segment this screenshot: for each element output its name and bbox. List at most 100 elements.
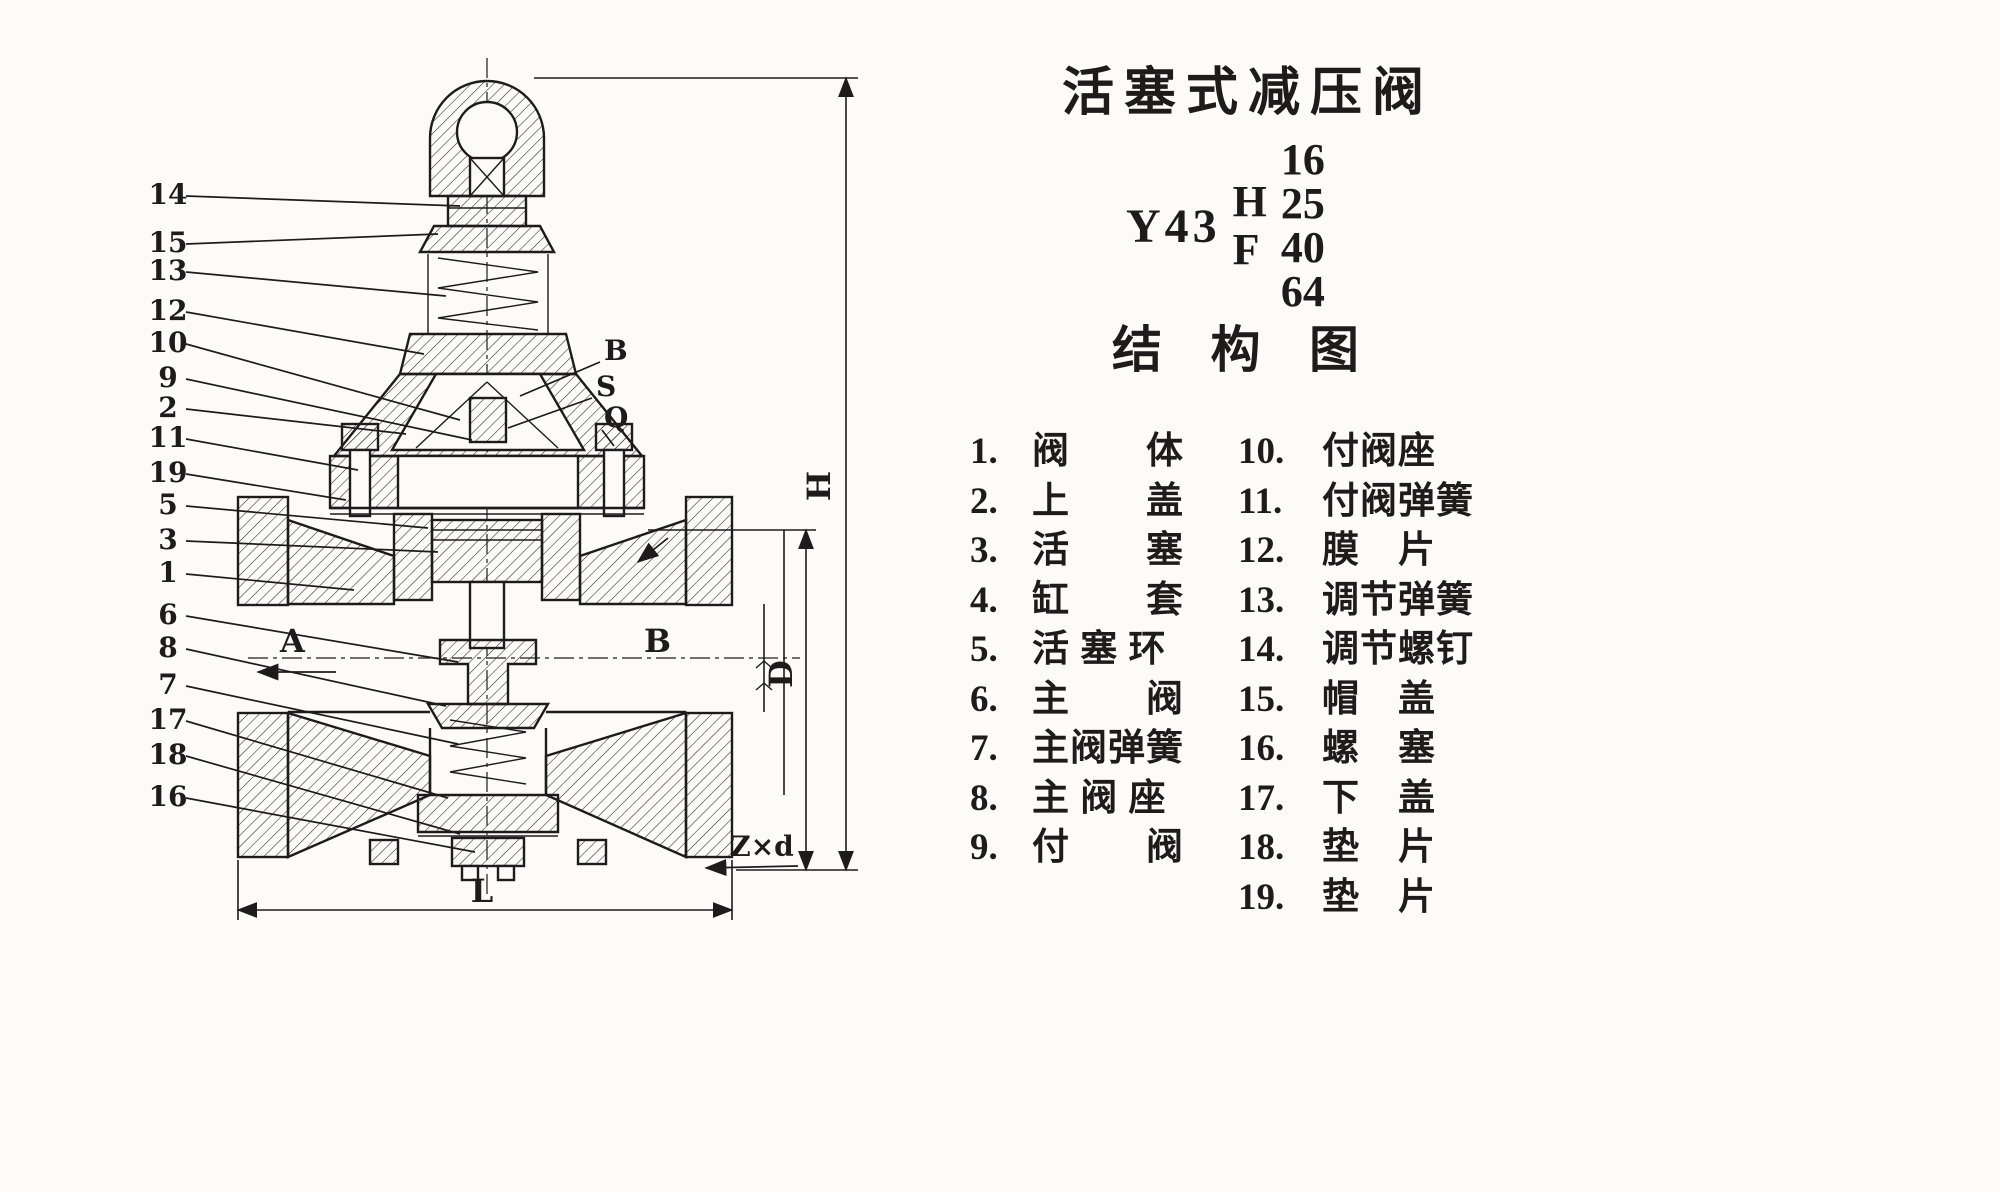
part-name: 主 阀 座 bbox=[1032, 777, 1167, 819]
main-valve bbox=[438, 638, 538, 706]
part-item: 1. 阀 体 bbox=[970, 420, 1232, 472]
part-name: 上 盖 bbox=[1032, 480, 1184, 522]
outlet-flange-top bbox=[684, 495, 734, 607]
adjusting-screw bbox=[446, 194, 528, 228]
part-number: 7. bbox=[970, 728, 998, 769]
piston-rod bbox=[468, 580, 506, 650]
part-number: 9. bbox=[970, 827, 998, 868]
part-number: 14. bbox=[1238, 629, 1285, 670]
detail-Q-label: Q bbox=[604, 401, 628, 434]
part-item: 2. 上 盖 bbox=[970, 470, 1232, 522]
detail-S-label: S bbox=[596, 370, 616, 403]
dimension-H-label: H bbox=[800, 471, 838, 501]
detail-letters: A B B S Q bbox=[256, 334, 671, 681]
callout-5: 5 bbox=[158, 488, 177, 521]
part-number: 19. bbox=[1238, 876, 1285, 918]
model-base: Y43 bbox=[1126, 199, 1221, 253]
detail-B-label: B bbox=[604, 334, 628, 367]
part-item: 11. 付阀弹簧 bbox=[1238, 470, 1548, 522]
outlet-port-label: B bbox=[644, 622, 671, 660]
parts-list: 1. 阀 体 2. 上 盖 3. 活 塞 4. 缸 套 5. 活 塞 环 6.主 阀 7.… bbox=[970, 420, 1548, 918]
part-number: 17. bbox=[1238, 777, 1285, 819]
part-item: 9. 付 阀 bbox=[970, 816, 1232, 868]
part-number: 11. bbox=[1238, 480, 1283, 522]
part-name: 膜 片 bbox=[1322, 530, 1436, 571]
part-name: 垫 片 bbox=[1322, 827, 1436, 868]
part-number: 18. bbox=[1238, 827, 1285, 868]
callout-9: 9 bbox=[158, 361, 177, 394]
inlet-flange-bottom bbox=[236, 711, 290, 859]
callout-19: 19 bbox=[149, 456, 188, 489]
callout-1: 1 bbox=[158, 556, 177, 589]
callout-11: 11 bbox=[149, 421, 188, 454]
part-item: 14. 调节螺钉 bbox=[1238, 618, 1548, 670]
part-name: 帽 盖 bbox=[1322, 678, 1436, 720]
parts-column-left: 1. 阀 体 2. 上 盖 3. 活 塞 4. 缸 套 5. 活 塞 环 6.主 阀 7.… bbox=[970, 420, 1232, 915]
main-valve-spring bbox=[449, 719, 527, 785]
lower-cover bbox=[416, 793, 560, 834]
screw-plug bbox=[450, 836, 526, 868]
part-item: 8. 主 阀 座 bbox=[970, 767, 1232, 819]
part-name: 付阀弹簧 bbox=[1322, 480, 1474, 522]
part-number: 4. bbox=[970, 579, 998, 621]
model-letters: H F bbox=[1233, 178, 1267, 274]
part-number: 2. bbox=[970, 480, 998, 522]
callout-10: 10 bbox=[149, 326, 188, 359]
callout-7: 7 bbox=[158, 668, 177, 701]
lower-chamber bbox=[286, 711, 688, 882]
parts-column-right: 10. 付阀座 11. 付阀弹簧 12. 膜 片 13. 调节弹簧 14. 调节螺钉 15… bbox=[1238, 420, 1548, 918]
part-item: 6.主 阀 bbox=[970, 668, 1232, 720]
part-name: 主 阀 bbox=[1032, 678, 1184, 720]
part-item: 19. 垫 片 bbox=[1238, 866, 1548, 918]
drawing-title: 活塞式减压阀 bbox=[1062, 65, 1435, 122]
part-name: 缸 套 bbox=[1032, 579, 1184, 621]
part-name: 阀 体 bbox=[1032, 431, 1184, 472]
diaphragm-flange bbox=[328, 422, 646, 518]
pilot-valve bbox=[468, 396, 508, 444]
part-name: 垫 片 bbox=[1322, 876, 1436, 918]
part-number: 12. bbox=[1238, 530, 1285, 571]
pressure-40: 40 bbox=[1280, 223, 1325, 272]
part-name: 活 塞 环 bbox=[1032, 629, 1167, 670]
part-item: 12. 膜 片 bbox=[1238, 519, 1548, 571]
part-name: 调节螺钉 bbox=[1322, 629, 1474, 670]
part-item: 18. 垫 片 bbox=[1238, 816, 1548, 868]
model-pressure-ratings: 16 25 40 64 bbox=[1281, 138, 1325, 314]
pressure-16: 16 bbox=[1280, 135, 1325, 184]
model-designation: Y43 H F 16 25 40 64 bbox=[1126, 138, 1325, 314]
part-number: 5. bbox=[970, 629, 998, 670]
part-item: 5. 活 塞 环 bbox=[970, 618, 1232, 670]
callout-3: 3 bbox=[158, 523, 177, 556]
inlet-port-label: A bbox=[279, 622, 306, 660]
part-number: 13. bbox=[1238, 579, 1285, 621]
part-item: 15.帽 盖 bbox=[1238, 668, 1548, 720]
callout-17: 17 bbox=[149, 703, 188, 736]
part-item: 10. 付阀座 bbox=[1238, 420, 1548, 472]
piston-cylinder bbox=[392, 512, 582, 650]
part-item: 4. 缸 套 bbox=[970, 569, 1232, 621]
callout-14: 14 bbox=[149, 178, 188, 211]
dimension-L-label: L bbox=[471, 872, 494, 910]
part-name: 调节弹簧 bbox=[1322, 579, 1474, 621]
part-name: 主阀弹簧 bbox=[1032, 728, 1184, 769]
part-name: 活 塞 bbox=[1032, 530, 1184, 571]
part-name: 付阀座 bbox=[1322, 431, 1436, 472]
part-number: 10. bbox=[1238, 431, 1285, 472]
bolt-spec-label: Z×d bbox=[730, 830, 793, 863]
part-number: 1. bbox=[970, 431, 998, 472]
callout-15: 15 bbox=[149, 226, 188, 259]
callout-18: 18 bbox=[149, 738, 188, 771]
part-item: 17. 下 盖 bbox=[1238, 767, 1548, 819]
drawing-subtitle: 结 构 图 bbox=[1112, 322, 1377, 378]
part-name: 下 盖 bbox=[1322, 777, 1436, 819]
dimension-lines: H D L Z×d bbox=[236, 76, 858, 920]
part-item: 3. 活 塞 bbox=[970, 519, 1232, 571]
part-item: 7. 主阀弹簧 bbox=[970, 717, 1232, 769]
part-number: 8. bbox=[970, 777, 998, 819]
model-letter-h: H bbox=[1232, 177, 1267, 226]
part-item: 13. 调节弹簧 bbox=[1238, 569, 1548, 621]
valve-cross-section-drawing: H D L Z×d A B B S Q bbox=[149, 58, 858, 920]
part-number: 3. bbox=[970, 530, 998, 571]
main-valve-seat bbox=[425, 702, 551, 730]
part-name: 付 阀 bbox=[1032, 827, 1184, 868]
